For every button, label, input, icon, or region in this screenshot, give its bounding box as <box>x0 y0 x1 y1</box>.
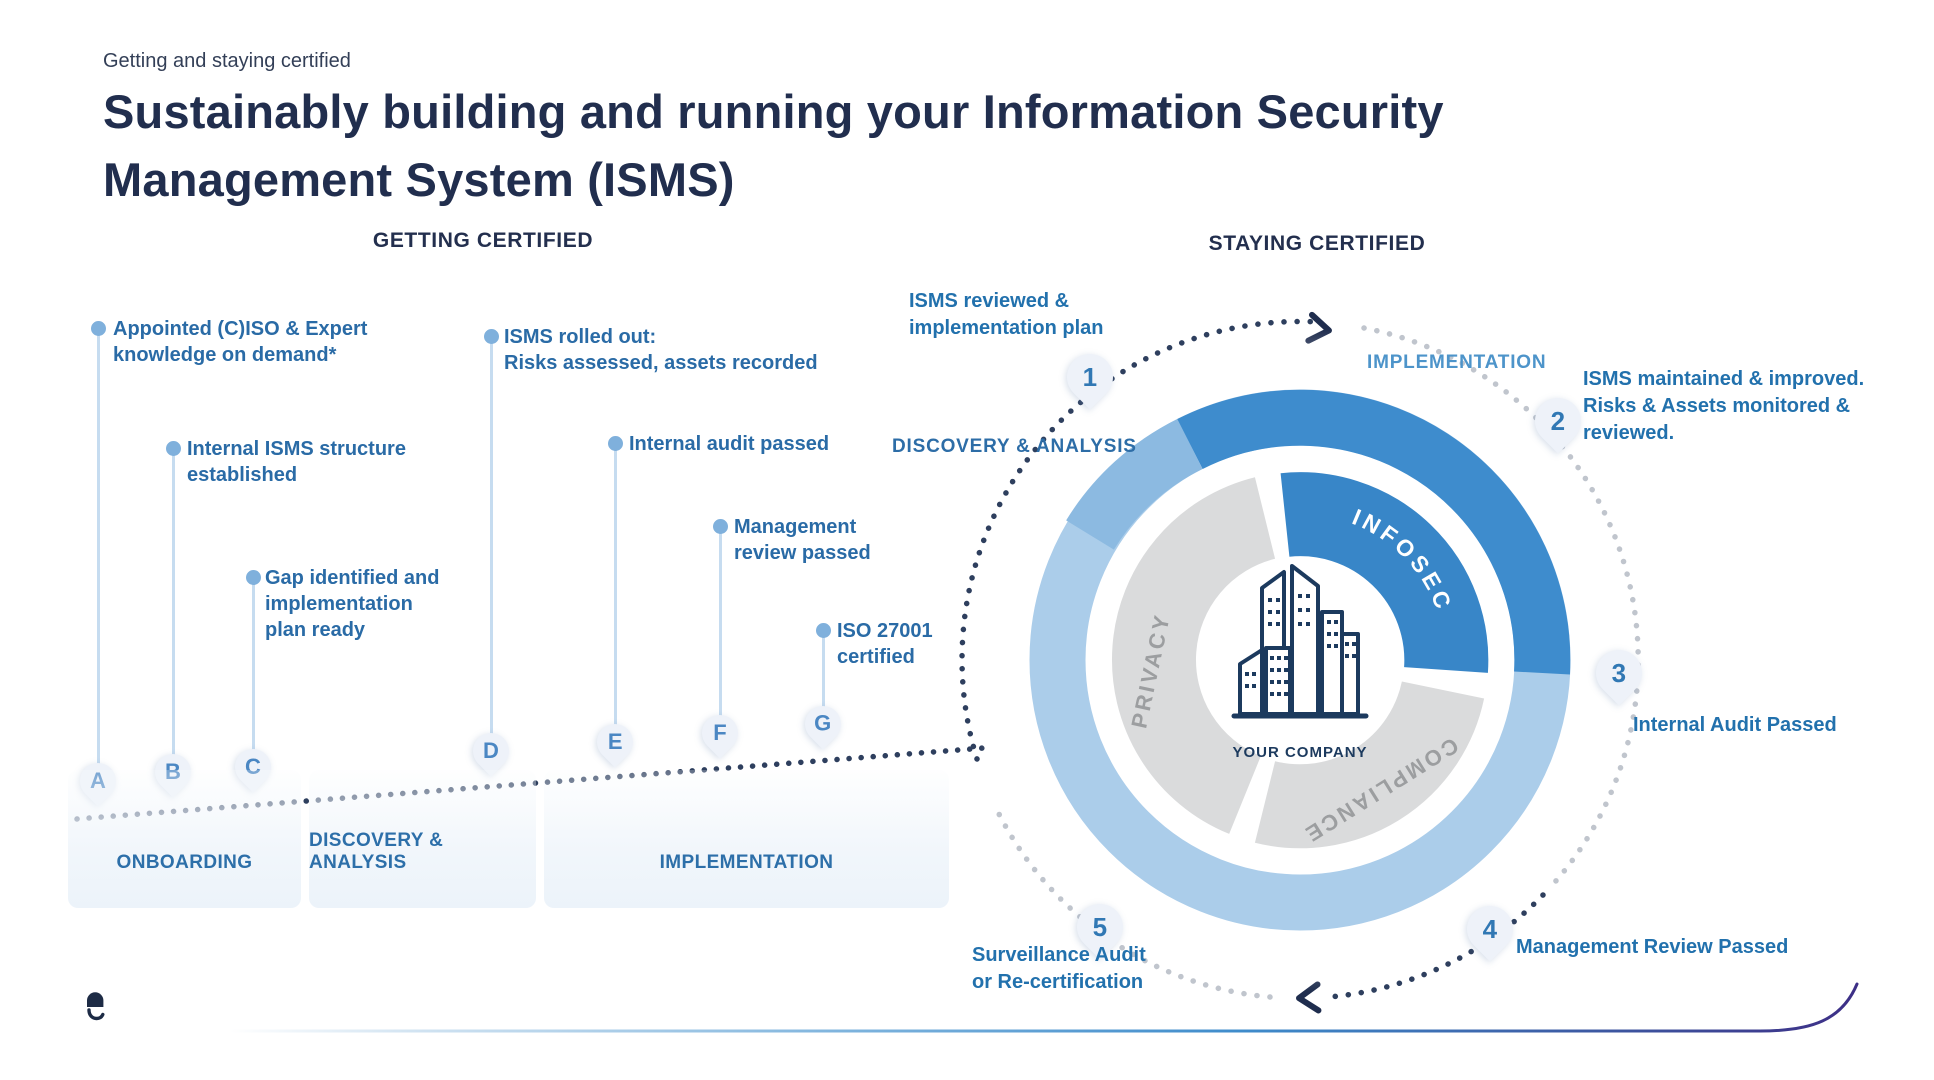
timeline-pin-f-label: F <box>713 720 727 745</box>
cycle-step-2-text: ISMS maintained & improved. Risks & Asse… <box>1583 368 1865 444</box>
page-title: Sustainably building and running your In… <box>103 78 1663 214</box>
milestone-label-f: Management review passed <box>734 516 871 564</box>
milestone-line-b <box>171 448 175 756</box>
phase-label-onboarding: ONBOARDING <box>116 852 253 873</box>
your-company-label: YOUR COMPANY <box>1232 744 1367 761</box>
logo <box>87 992 105 1021</box>
milestone-label-b: Internal ISMS structure established <box>187 438 406 486</box>
milestone-dot-e <box>607 435 623 451</box>
bottom-swoosh-line <box>228 982 1859 1033</box>
staying-certified-header: STAYING CERTIFIED <box>1208 232 1426 255</box>
cycle-step-4-text: Management Review Passed <box>1516 936 1789 958</box>
phase-band-discovery: DISCOVERY & ANALYSIS <box>309 770 536 908</box>
page-title-line1: Sustainably building and running your In… <box>103 85 1444 138</box>
wheel-outer-ring <box>1029 389 1571 931</box>
page-title-line2: Management System (ISMS) <box>103 153 735 206</box>
milestone-label-c: Gap identified and implementation plan r… <box>265 567 440 641</box>
cycle-arc-label-implementation: IMPLEMENTATION <box>1367 352 1547 373</box>
phase-label-implementation: IMPLEMENTATION <box>659 852 834 873</box>
phase-band-onboarding: ONBOARDING <box>68 770 301 908</box>
milestone-line-g <box>821 630 825 708</box>
getting-certified-header: GETTING CERTIFIED <box>372 229 594 252</box>
milestone-label-d: ISMS rolled out: Risks assessed, assets … <box>504 326 818 374</box>
milestone-line-a <box>96 328 100 765</box>
segment-privacy <box>1112 477 1277 834</box>
milestone-dot-a <box>90 320 106 336</box>
phase-band-implementation: IMPLEMENTATION <box>544 770 949 908</box>
cycle-step-3-text: Internal Audit Passed <box>1633 714 1837 736</box>
cycle-step-1-text: ISMS reviewed & implementation plan <box>909 290 1104 339</box>
milestone-dot-c <box>245 569 261 585</box>
milestone-line-c <box>251 577 255 751</box>
company-building-icon <box>1231 564 1369 719</box>
milestone-dot-g <box>815 622 831 638</box>
phase-label-discovery: DISCOVERY & ANALYSIS <box>309 830 444 873</box>
eyebrow-text: Getting and staying certified <box>103 50 351 72</box>
milestone-line-f <box>718 526 722 717</box>
milestone-label-a: Appointed (C)ISO & Expert knowledge on d… <box>113 318 368 366</box>
milestone-label-e: Internal audit passed <box>629 433 830 455</box>
wheel-segments <box>1112 472 1489 849</box>
cycle-arc-label-discovery: DISCOVERY & ANALYSIS <box>892 436 1137 457</box>
cycle-step-5-text: Surveillance Audit or Re-certification <box>972 944 1146 993</box>
milestone-dot-f <box>712 518 728 534</box>
milestone-label-g: ISO 27001 certified <box>837 620 933 668</box>
milestone-dot-b <box>165 440 181 456</box>
segment-compliance <box>1254 680 1485 849</box>
segment-infosec <box>1280 472 1489 673</box>
milestone-line-e <box>613 443 617 726</box>
milestone-line-d <box>489 336 493 735</box>
milestone-dot-d <box>483 328 499 344</box>
